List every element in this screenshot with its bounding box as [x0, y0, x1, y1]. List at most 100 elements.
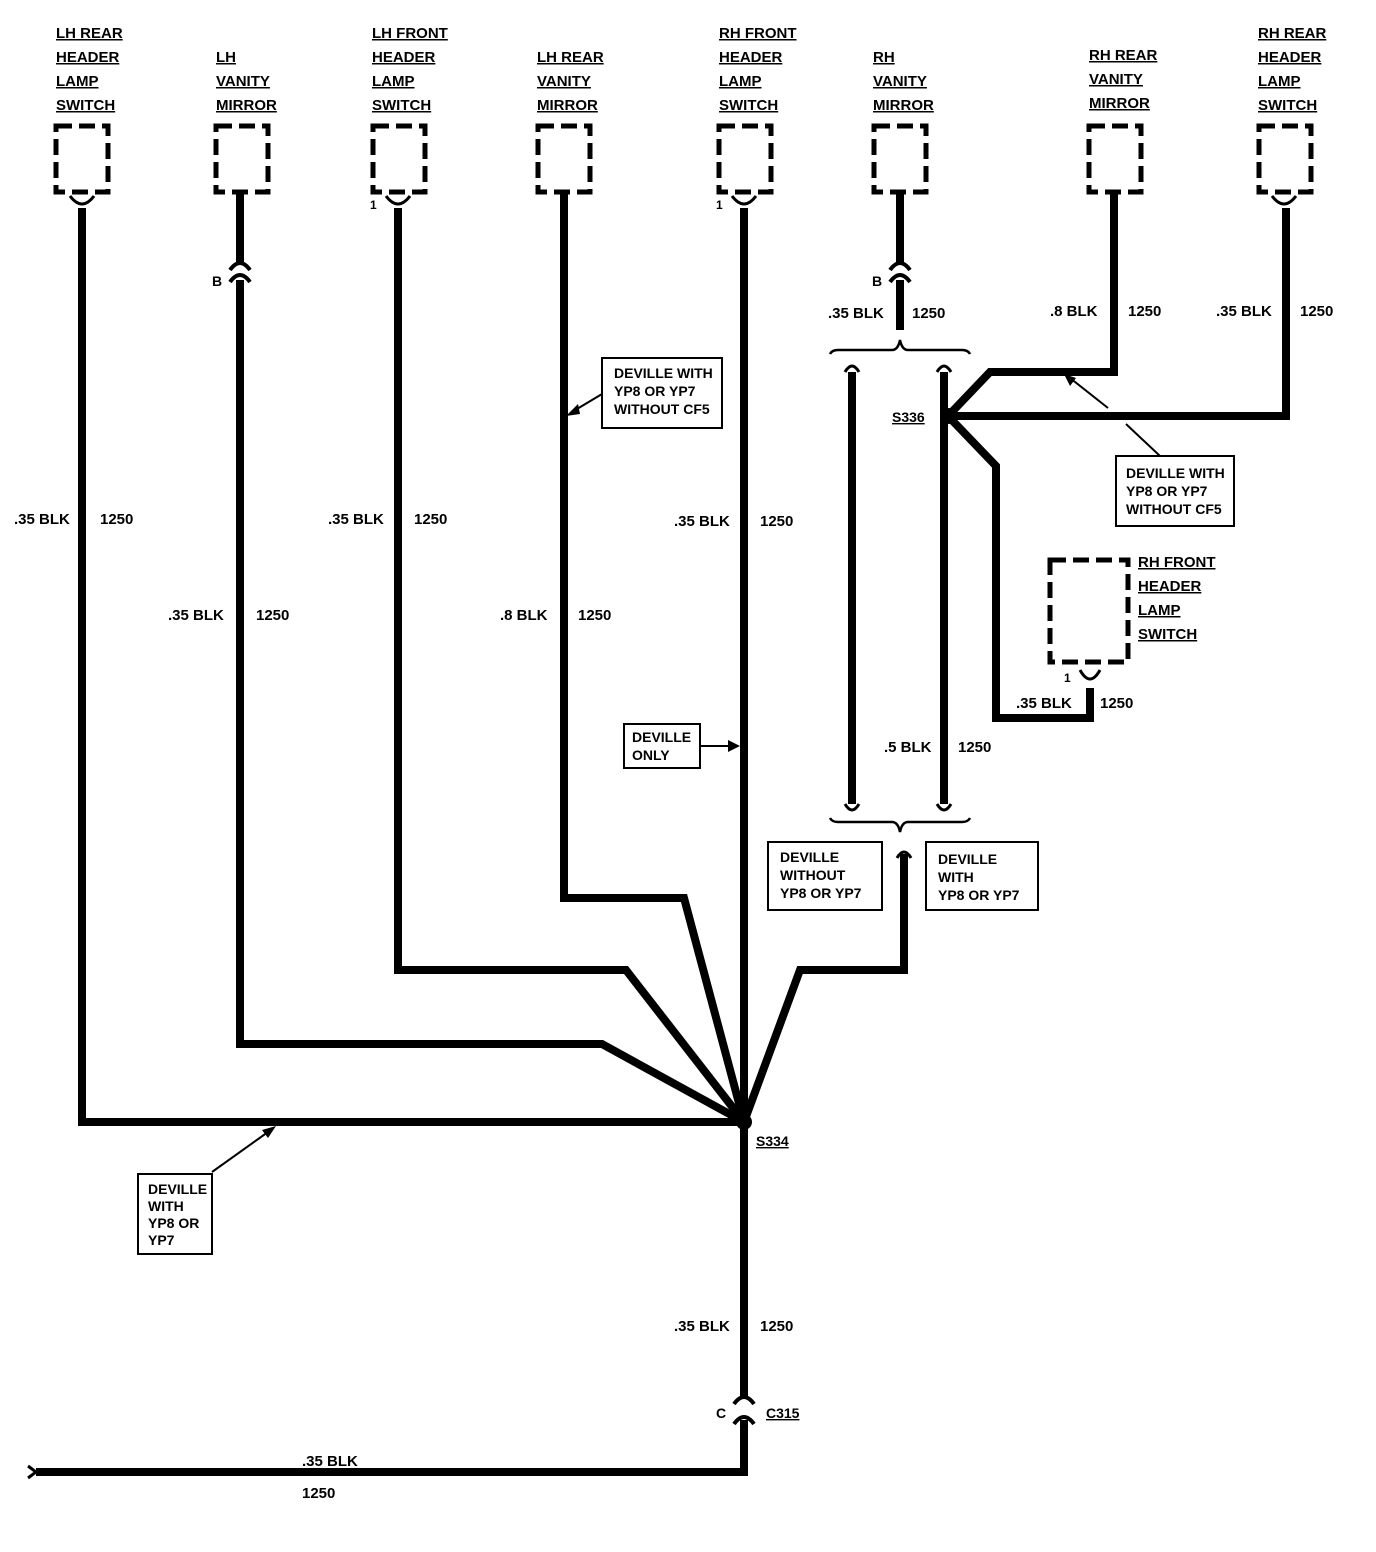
wire-rh-rear-vanity: [945, 192, 1118, 419]
comp-rh-vanity-mirror-line1: RH: [873, 49, 895, 66]
component-box-rh-vanity-mirror: [871, 123, 929, 195]
connector-c315-name: C315: [766, 1405, 800, 1421]
comp-rh-rear-header-lamp-switch-line2: HEADER: [1258, 49, 1322, 66]
terminal-rh-front-header-top: [730, 195, 758, 206]
note-n2-line2: ONLY: [632, 747, 670, 763]
note-n3-arrowhead: [1064, 374, 1076, 386]
wire-label-gauge: .35 BLK: [1216, 303, 1272, 320]
wire-label-circuit: 1250: [414, 511, 447, 528]
note-n5-line3: YP8 OR YP7: [938, 887, 1020, 903]
connector-c315-female: [732, 1395, 756, 1406]
terminal-lh-front-header: [384, 195, 412, 206]
note-n6-line2: WITH: [148, 1198, 184, 1214]
wire-label-circuit: 1250: [1100, 695, 1133, 712]
note-n3-arrow-b: [1069, 377, 1109, 409]
connector-rh-vanity-male: [888, 273, 912, 284]
comp-lh-rear-vanity-mirror-line3: MIRROR: [537, 97, 598, 114]
note-n6-arrowhead: [262, 1126, 276, 1138]
comp-rh-front-header-lamp-switch-right-line2: HEADER: [1138, 578, 1202, 595]
component-box-lh-front-header-lamp-switch: [370, 123, 428, 195]
wire-label-gauge: .35 BLK: [302, 1453, 358, 1470]
hook-branch: [895, 850, 913, 859]
splice-s334: [736, 1114, 752, 1130]
wire-label-gauge: .35 BLK: [674, 513, 730, 530]
note-n4-line3: YP8 OR YP7: [780, 885, 862, 901]
bracket-bottom: [828, 817, 972, 833]
note-n5-line2: WITH: [938, 869, 974, 885]
note-box-n6: [137, 1173, 213, 1255]
pin-lh-front-header: 1: [370, 198, 377, 212]
pin-rh-front-header-right: 1: [1064, 671, 1071, 685]
terminal-rh-front-header-right: [1078, 669, 1102, 681]
connector-c315-male: [732, 1415, 756, 1426]
component-box-rh-front-header-lamp-switch-top: [716, 123, 774, 195]
comp-rh-front-header-lamp-switch-top-line2: HEADER: [719, 49, 783, 66]
wire-label-circuit: 1250: [958, 739, 991, 756]
note-box-n1: [601, 357, 723, 429]
wire-label-circuit: 1250: [760, 1318, 793, 1335]
wire-lh-front-header: [394, 208, 748, 1125]
wire-label-gauge: .35 BLK: [168, 607, 224, 624]
comp-lh-front-header-lamp-switch-line3: LAMP: [372, 73, 415, 90]
wire-rh-rear-header: [948, 208, 1290, 420]
terminal-lh-rear-header: [68, 195, 96, 206]
comp-rh-rear-header-lamp-switch-line4: SWITCH: [1258, 97, 1317, 114]
pin-rh-front-header-top: 1: [716, 198, 723, 212]
note-n4-line2: WITHOUT: [780, 867, 846, 883]
connector-c315-pin: C: [716, 1405, 726, 1421]
wire-label-gauge: .35 BLK: [1016, 695, 1072, 712]
wire-rh-front-header-right: [945, 413, 1094, 722]
component-box-rh-rear-vanity-mirror: [1086, 123, 1144, 195]
wire-label-circuit: 1250: [912, 305, 945, 322]
comp-rh-front-header-lamp-switch-right-line4: SWITCH: [1138, 626, 1197, 643]
comp-lh-rear-header-lamp-switch-line2: HEADER: [56, 49, 120, 66]
note-n6-line4: YP7: [148, 1232, 175, 1248]
hook-bottom-without: [843, 803, 861, 812]
splice-s336-label: S336: [892, 409, 925, 425]
note-n2-arrowhead: [728, 740, 740, 752]
note-n1-arrowhead: [566, 404, 580, 416]
wires: [36, 192, 1290, 1476]
wire-label-gauge: .8 BLK: [500, 607, 548, 624]
note-n6-arrow: [211, 1131, 269, 1173]
comp-rh-rear-vanity-mirror-line3: MIRROR: [1089, 95, 1150, 112]
note-n6-line3: YP8 OR: [148, 1215, 199, 1231]
hook-bottom-with: [935, 803, 953, 812]
component-box-rh-rear-header-lamp-switch: [1256, 123, 1314, 195]
comp-rh-front-header-lamp-switch-top-line4: SWITCH: [719, 97, 778, 114]
connector-lh-vanity-pin: B: [212, 273, 222, 289]
wire-option-branch: [740, 854, 908, 1124]
wire-label-circuit: 1250: [1128, 303, 1161, 320]
comp-rh-front-header-lamp-switch-right-line1: RH FRONT: [1138, 554, 1216, 571]
wire-label-circuit: 1250: [578, 607, 611, 624]
splice-s336: [940, 408, 956, 424]
comp-rh-vanity-mirror-line2: VANITY: [873, 73, 927, 90]
connector-rh-vanity-pin: B: [872, 273, 882, 289]
comp-rh-front-header-lamp-switch-top-line3: LAMP: [719, 73, 762, 90]
hook-c315-out: [27, 1464, 39, 1480]
bracket-top: [828, 339, 972, 355]
comp-rh-rear-header-lamp-switch-line3: LAMP: [1258, 73, 1301, 90]
wire-label-circuit: 1250: [100, 511, 133, 528]
note-n3-line3: WITHOUT CF5: [1126, 501, 1222, 517]
comp-rh-rear-header-lamp-switch-line1: RH REAR: [1258, 25, 1327, 42]
wire-label-circuit: 1250: [256, 607, 289, 624]
note-n6-line1: DEVILLE: [148, 1181, 207, 1197]
comp-rh-rear-vanity-mirror-line2: VANITY: [1089, 71, 1143, 88]
terminal-rh-rear-header: [1270, 195, 1298, 206]
hook-top-without: [843, 364, 861, 373]
connector-rh-vanity-female: [888, 261, 912, 272]
hook-top-with: [935, 364, 953, 373]
wire-label-circuit: 1250: [760, 513, 793, 530]
wire-c315-out: [36, 1420, 748, 1476]
wire-lh-rear-header: [78, 208, 744, 1126]
comp-lh-front-header-lamp-switch-line4: SWITCH: [372, 97, 431, 114]
comp-rh-front-header-lamp-switch-top-line1: RH FRONT: [719, 25, 797, 42]
note-n1-line2: YP8 OR YP7: [614, 383, 696, 399]
comp-lh-front-header-lamp-switch-line1: LH FRONT: [372, 25, 448, 42]
wire-label-gauge: .35 BLK: [328, 511, 384, 528]
component-box-lh-rear-vanity-mirror: [535, 123, 593, 195]
wire-label-gauge: .35 BLK: [674, 1318, 730, 1335]
wire-label-gauge: .35 BLK: [828, 305, 884, 322]
